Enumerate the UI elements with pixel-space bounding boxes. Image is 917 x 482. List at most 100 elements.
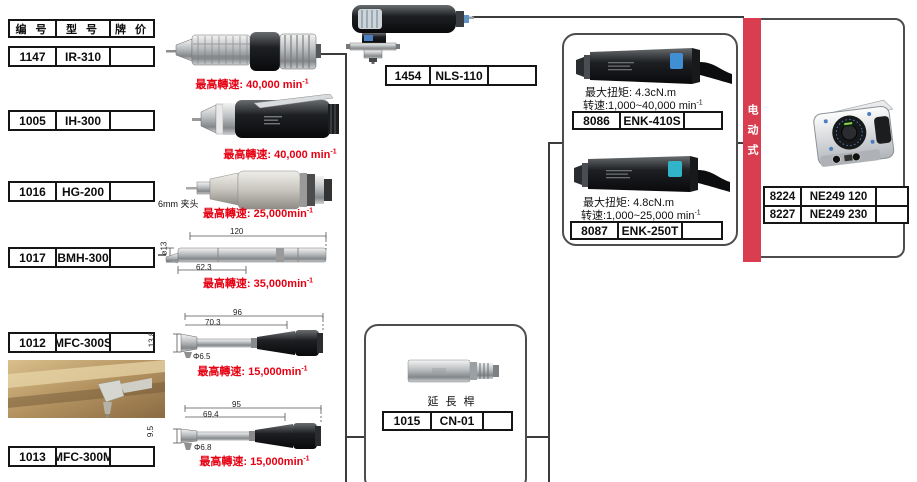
- speed-sup: -1: [306, 277, 314, 285]
- product-model: NE249 230: [800, 207, 875, 222]
- speed-text: 最高轉速: 35,000min: [202, 278, 307, 290]
- product-model: NLS-110: [429, 67, 487, 84]
- product-price: [109, 183, 153, 200]
- dim-front-length: 70.3: [205, 318, 221, 327]
- column-header-table: 编 号 型 号 牌 价: [8, 19, 155, 38]
- max-speed-caption: 最高轉速: 40,000 min-1: [172, 76, 332, 92]
- product-model: ENK-410S: [619, 113, 683, 128]
- product-price: [109, 48, 153, 65]
- speed-sup: -1: [696, 99, 703, 107]
- product-model: ENK-250T: [617, 223, 681, 238]
- max-speed-caption: 最高轉速: 35,000min-1: [188, 275, 328, 291]
- max-speed-caption: 最高轉速: 15,000min-1: [180, 363, 325, 379]
- ne249-controller-image: [813, 99, 895, 167]
- table-row-1005: 1005 IH-300: [8, 110, 155, 131]
- product-model: MFC-300S: [55, 334, 109, 351]
- dim-front-length: 69.4: [203, 410, 219, 419]
- table-row-8227: 8227 NE249 230: [765, 205, 907, 222]
- dim-diameter: ⌀13: [159, 241, 169, 256]
- nls110-nutrunner-image: [346, 5, 474, 64]
- mfc300m-dimension-drawing: [173, 405, 322, 450]
- product-id: 1017: [19, 250, 46, 265]
- product-id: 1012: [19, 335, 46, 350]
- max-speed-caption: 最高轉速: 25,000min-1: [198, 205, 318, 221]
- ir310-handpiece-image: [166, 32, 321, 71]
- table-row-8087: 8087 ENK-250T: [570, 221, 723, 240]
- table-row-1454: 1454 NLS-110: [385, 65, 537, 86]
- product-price: [683, 113, 721, 128]
- product-price: [681, 223, 721, 238]
- connector-trunk-left: [345, 53, 347, 482]
- dim-front-length: 62.3: [196, 263, 212, 272]
- product-id: 8086: [583, 113, 610, 128]
- connector-line-ir310: [317, 53, 346, 55]
- product-model: CN-01: [430, 413, 482, 429]
- product-model: IR-310: [55, 48, 109, 65]
- speed-text: 转速:1,000~25,000 min: [581, 210, 695, 222]
- product-id: 8087: [581, 223, 608, 238]
- speed-sup: -1: [301, 365, 308, 373]
- dim-head-height: 9.5: [146, 425, 156, 438]
- dim-overall-length: 95: [232, 400, 241, 409]
- connector-line-extension-right: [527, 436, 549, 438]
- table-row-8086: 8086 ENK-410S: [572, 111, 723, 130]
- product-price: [482, 413, 511, 429]
- product-price: [875, 188, 907, 205]
- ih300-handpiece-image: [192, 94, 339, 138]
- product-model: IH-300: [55, 112, 109, 129]
- header-model: 型 号: [55, 21, 109, 36]
- speed-sup: -1: [303, 455, 310, 463]
- product-price: [109, 448, 153, 465]
- bmh300-dimension-drawing: [158, 232, 327, 274]
- connector-line-nutrunner: [472, 16, 744, 18]
- max-torque-caption: 最大扭矩: 4.3cN.m: [585, 87, 677, 99]
- speed-sup: -1: [302, 78, 309, 86]
- product-id: 8227: [769, 208, 796, 221]
- enk250t-motor-image: [574, 156, 730, 192]
- header-id: 编 号: [15, 23, 50, 36]
- product-model: MFC-300M: [55, 448, 109, 465]
- product-id: 1015: [393, 414, 421, 428]
- product-price: [109, 112, 153, 129]
- product-id: 8224: [769, 190, 796, 203]
- speed-sup: -1: [306, 207, 314, 215]
- cn01-extension-rod-image: [407, 359, 499, 383]
- dim-overall-length: 96: [233, 308, 242, 317]
- table-row-1013: 1013 MFC-300M: [8, 446, 155, 467]
- product-id: 1013: [19, 449, 46, 464]
- electric-type-label: 电动式: [746, 104, 758, 164]
- chuck-note: 6mm 夹头: [158, 199, 199, 209]
- extension-group-box: [364, 324, 527, 482]
- product-model: NE249 120: [800, 188, 875, 205]
- speed-range-caption: 转速:1,000~25,000 min-1: [581, 207, 701, 223]
- table-ne249: 8224 NE249 120 8227 NE249 230: [763, 186, 909, 224]
- product-price: [109, 334, 153, 351]
- table-row-8224: 8224 NE249 120: [765, 188, 907, 205]
- header-price: 牌 价: [109, 21, 153, 36]
- table-row-1017: 1017 BMH-300: [8, 247, 155, 268]
- table-row-1147: 1147 IR-310: [8, 46, 155, 67]
- dim-tip-diameter: Φ6.8: [194, 443, 212, 452]
- dim-overall-length: 120: [230, 227, 244, 236]
- connector-trunk-right: [548, 142, 550, 482]
- speed-sup: -1: [694, 209, 701, 217]
- dim-head-height: 13.8: [147, 331, 157, 348]
- speed-text: 最高轉速: 40,000 min: [223, 149, 331, 161]
- product-id: 1454: [394, 68, 422, 83]
- speed-text: 最高轉速: 40,000 min: [195, 79, 303, 91]
- product-id: 1016: [19, 184, 46, 199]
- max-speed-caption: 最高轉速: 15,000min-1: [182, 453, 327, 469]
- enk410s-motor-image: [576, 48, 732, 84]
- product-id: 1005: [19, 113, 46, 128]
- table-row-1016: 1016 HG-200: [8, 181, 155, 202]
- speed-text: 最高轉速: 25,000min: [202, 208, 307, 220]
- dim-tip-diameter: Φ6.5: [193, 352, 211, 361]
- product-price: [875, 207, 907, 222]
- table-row-1012: 1012 MFC-300S: [8, 332, 155, 353]
- speed-range-caption: 转速:1,000~40,000 min-1: [583, 97, 703, 113]
- mfc-angle-head-photo: [8, 360, 165, 418]
- speed-text: 转速:1,000~40,000 min: [583, 100, 697, 112]
- product-price: [109, 249, 153, 266]
- connector-line-extension-left: [346, 436, 365, 438]
